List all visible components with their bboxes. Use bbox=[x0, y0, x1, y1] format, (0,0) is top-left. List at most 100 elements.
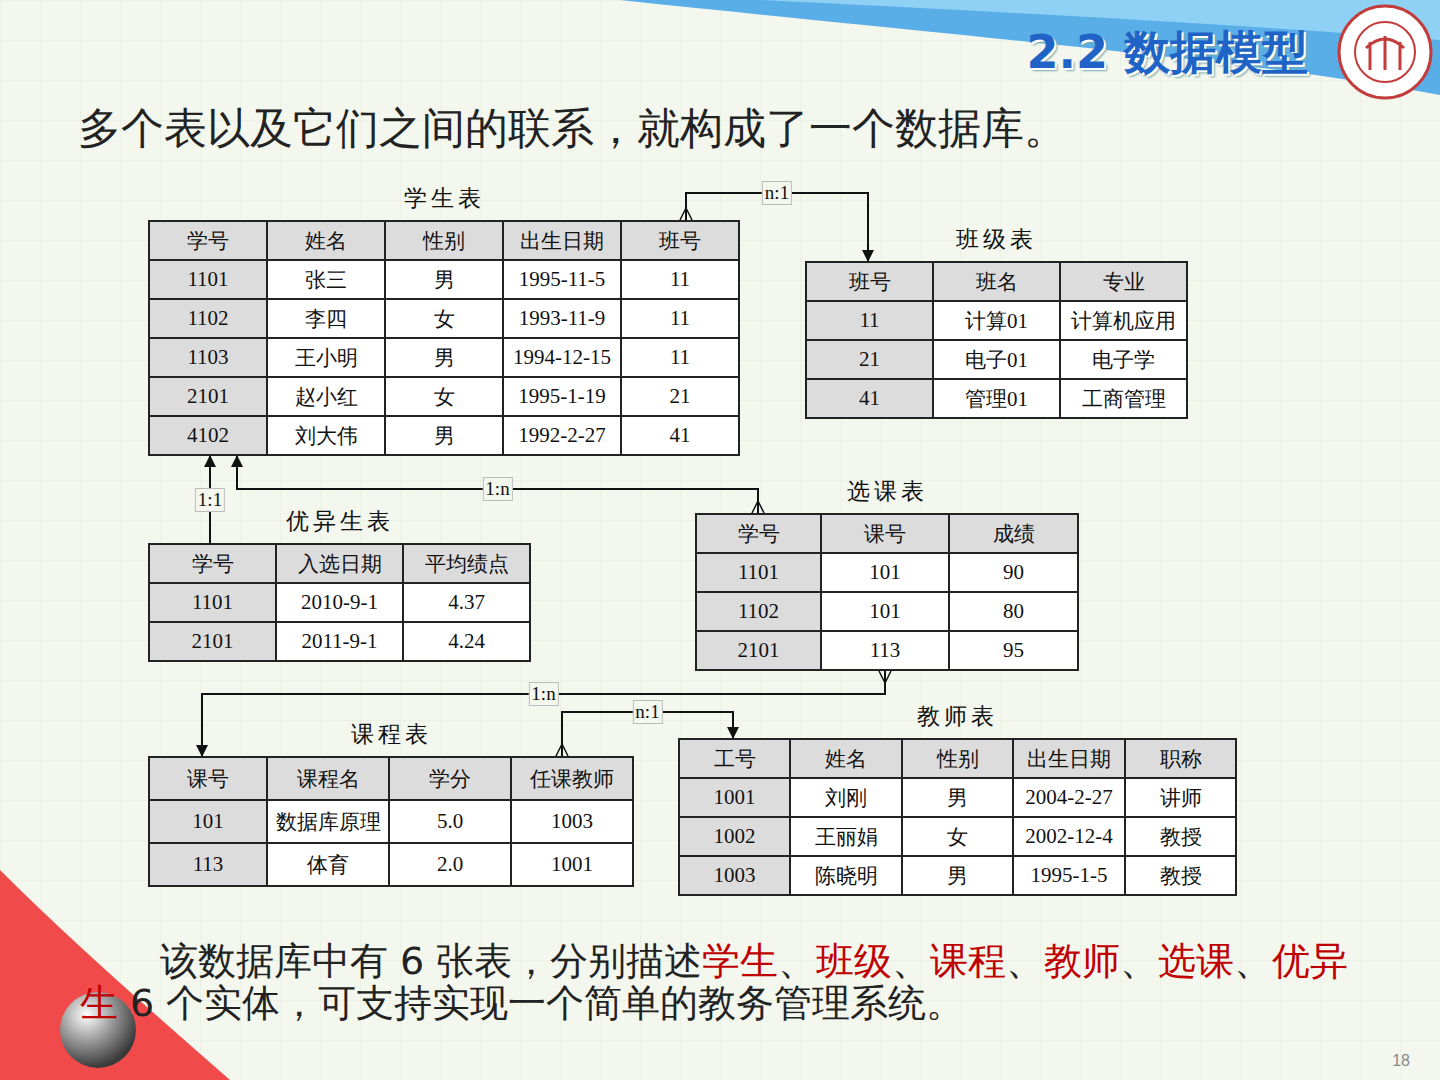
data-cell: 1102 bbox=[696, 592, 821, 631]
data-table: 学号课号成绩110110190110210180210111395 bbox=[695, 513, 1079, 671]
cell-text: 1101 bbox=[192, 590, 233, 614]
cell-text: 平均绩点 bbox=[425, 552, 509, 576]
data-cell: 1995-1-5 bbox=[1013, 856, 1125, 895]
data-cell: 21 bbox=[621, 377, 739, 416]
header-cell: 出生日期 bbox=[1013, 739, 1125, 778]
header-cell: 性别 bbox=[385, 221, 503, 260]
cell-text: 课程名 bbox=[297, 767, 360, 791]
table-node: 学生表学号姓名性别出生日期班号1101张三男1995-11-5111102李四女… bbox=[148, 220, 740, 456]
cell-text: 1995-11-5 bbox=[519, 267, 606, 291]
data-cell: 女 bbox=[385, 299, 503, 338]
cell-text: 11 bbox=[670, 267, 690, 291]
data-cell: 101 bbox=[821, 592, 949, 631]
data-cell: 1995-1-19 bbox=[503, 377, 621, 416]
cell-text: 1993-11-9 bbox=[519, 306, 606, 330]
data-cell: 95 bbox=[949, 631, 1078, 670]
cell-text: 电子01 bbox=[965, 348, 1028, 372]
table-row: 11012010-9-14.37 bbox=[149, 583, 530, 622]
entity-name: 课程 bbox=[930, 939, 1006, 983]
header-cell: 学号 bbox=[149, 221, 267, 260]
data-cell: 数据库原理 bbox=[267, 800, 389, 843]
top-band bbox=[620, 0, 1440, 95]
cell-text: 2002-12-4 bbox=[1025, 824, 1113, 848]
data-cell: 刘刚 bbox=[790, 778, 902, 817]
table-row: 1001刘刚男2004-2-27讲师 bbox=[679, 778, 1236, 817]
header-cell: 学分 bbox=[389, 757, 511, 800]
data-cell: 2.0 bbox=[389, 843, 511, 886]
data-cell: 41 bbox=[621, 416, 739, 455]
cell-text: 1995-1-19 bbox=[518, 384, 606, 408]
cardinality-label: n:1 bbox=[632, 700, 662, 724]
cell-text: 任课教师 bbox=[530, 767, 614, 791]
table-row: 101数据库原理5.01003 bbox=[149, 800, 633, 843]
cell-text: 姓名 bbox=[305, 229, 347, 253]
table-row: 110210180 bbox=[696, 592, 1078, 631]
cell-text: 1102 bbox=[187, 306, 228, 330]
data-cell: 2101 bbox=[149, 622, 276, 661]
cell-text: 教授 bbox=[1160, 825, 1202, 849]
cardinality-label: 1:1 bbox=[195, 488, 225, 512]
data-cell: 1001 bbox=[511, 843, 633, 886]
data-cell: 2101 bbox=[149, 377, 267, 416]
cell-text: 2101 bbox=[192, 629, 234, 653]
logo-inner bbox=[1355, 22, 1415, 82]
data-cell: 4.24 bbox=[403, 622, 530, 661]
cell-text: 1001 bbox=[551, 852, 593, 876]
data-cell: 21 bbox=[806, 340, 933, 379]
header-cell: 专业 bbox=[1060, 262, 1187, 301]
header-cell: 班号 bbox=[806, 262, 933, 301]
summary-text: 、 bbox=[1006, 939, 1044, 983]
cell-text: 2011-9-1 bbox=[301, 629, 377, 653]
data-cell: 男 bbox=[902, 856, 1013, 895]
cell-text: 姓名 bbox=[825, 747, 867, 771]
cardinality-label: 1:n bbox=[528, 682, 558, 706]
cell-text: 男 bbox=[434, 424, 455, 448]
crows-foot bbox=[752, 501, 764, 513]
data-cell: 1992-2-27 bbox=[503, 416, 621, 455]
cell-text: 学号 bbox=[192, 552, 234, 576]
cell-text: 工号 bbox=[714, 747, 756, 771]
header-cell: 平均绩点 bbox=[403, 544, 530, 583]
table-title: 班级表 bbox=[805, 224, 1188, 255]
cell-text: 体育 bbox=[307, 853, 349, 877]
table-node: 教师表工号姓名性别出生日期职称1001刘刚男2004-2-27讲师1002王丽娟… bbox=[678, 738, 1237, 896]
header-cell: 学号 bbox=[149, 544, 276, 583]
header-cell: 入选日期 bbox=[276, 544, 403, 583]
data-cell: 教授 bbox=[1125, 817, 1236, 856]
data-cell: 90 bbox=[949, 553, 1078, 592]
cell-text: 113 bbox=[870, 638, 901, 662]
heading-text: 多个表以及它们之间的联系，就构成了一个数据库。 bbox=[78, 100, 1067, 158]
cell-text: 男 bbox=[947, 864, 968, 888]
entity-name: 选课 bbox=[1158, 939, 1234, 983]
table-row: 11计算01计算机应用 bbox=[806, 301, 1187, 340]
cell-text: 王丽娟 bbox=[815, 825, 878, 849]
cell-text: 95 bbox=[1003, 638, 1024, 662]
cell-text: 职称 bbox=[1160, 747, 1202, 771]
cell-text: 男 bbox=[947, 786, 968, 810]
data-cell: 女 bbox=[902, 817, 1013, 856]
cell-text: 101 bbox=[869, 599, 901, 623]
cell-text: 11 bbox=[670, 345, 690, 369]
cell-text: 出生日期 bbox=[1027, 747, 1111, 771]
data-cell: 刘大伟 bbox=[267, 416, 385, 455]
data-cell: 1101 bbox=[149, 260, 267, 299]
table-row: 1002王丽娟女2002-12-4教授 bbox=[679, 817, 1236, 856]
table-row: 2101赵小红女1995-1-1921 bbox=[149, 377, 739, 416]
data-cell: 女 bbox=[385, 377, 503, 416]
header-cell: 任课教师 bbox=[511, 757, 633, 800]
cell-text: 101 bbox=[869, 560, 901, 584]
data-cell: 101 bbox=[149, 800, 267, 843]
data-cell: 1103 bbox=[149, 338, 267, 377]
data-cell: 11 bbox=[806, 301, 933, 340]
data-cell: 11 bbox=[621, 338, 739, 377]
cell-text: 出生日期 bbox=[520, 229, 604, 253]
header-cell: 班号 bbox=[621, 221, 739, 260]
cell-text: 计算机应用 bbox=[1071, 309, 1176, 333]
header-cell: 职称 bbox=[1125, 739, 1236, 778]
data-table: 学号 入选日期平均绩点 11012010-9-14.37 2101 2011-9-1 4.… bbox=[148, 543, 531, 662]
data-cell: 王小明 bbox=[267, 338, 385, 377]
cell-text: 电子学 bbox=[1092, 348, 1155, 372]
data-cell: 2004-2-27 bbox=[1013, 778, 1125, 817]
cell-text: 刘大伟 bbox=[295, 424, 358, 448]
cell-text: 女 bbox=[434, 385, 455, 409]
